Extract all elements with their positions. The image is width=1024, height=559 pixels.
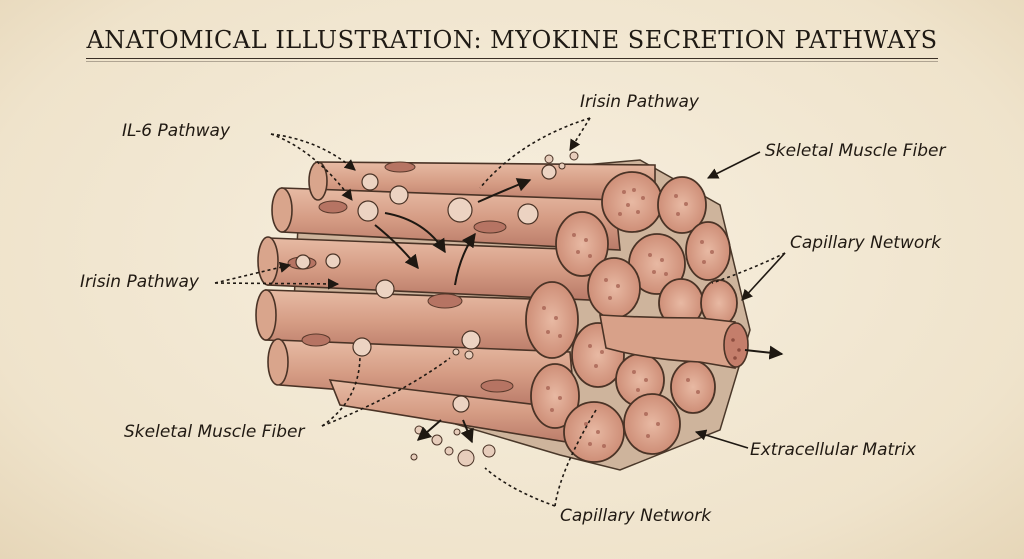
fiber-end bbox=[525, 281, 579, 359]
secretion-arrows bbox=[374, 178, 784, 444]
title-underline-thin bbox=[86, 61, 938, 62]
label-skeletal-fiber-top: Skeletal Muscle Fiber bbox=[765, 141, 946, 161]
fiber-end bbox=[623, 393, 681, 455]
fiber-cross-sections bbox=[525, 171, 738, 463]
fiber-end bbox=[563, 401, 625, 463]
fiber-end bbox=[555, 211, 609, 277]
label-capillary-network-bottom: Capillary Network bbox=[560, 506, 712, 526]
fiber-end bbox=[587, 257, 641, 319]
fiber-end bbox=[601, 171, 663, 233]
secretory-vesicles bbox=[295, 164, 557, 413]
capillary-vessel bbox=[599, 314, 749, 369]
label-extracellular-matrix: Extracellular Matrix bbox=[750, 440, 916, 460]
label-irisin-pathway-top: Irisin Pathway bbox=[580, 92, 699, 112]
fiber-end bbox=[657, 176, 707, 234]
leader-lines bbox=[214, 117, 786, 507]
title-underline bbox=[86, 58, 938, 59]
label-irisin-pathway-left: Irisin Pathway bbox=[80, 272, 199, 292]
page-title: ANATOMICAL ILLUSTRATION: MYOKINE SECRETI… bbox=[86, 26, 938, 54]
label-capillary-network-right: Capillary Network bbox=[790, 233, 942, 253]
myofibril-dots bbox=[542, 188, 714, 448]
fiber-end bbox=[685, 221, 731, 281]
fiber-end bbox=[530, 363, 580, 429]
fiber-end bbox=[670, 360, 716, 414]
label-skeletal-fiber-bottom: Skeletal Muscle Fiber bbox=[124, 422, 305, 442]
label-il6-pathway: IL-6 Pathway bbox=[122, 121, 231, 141]
